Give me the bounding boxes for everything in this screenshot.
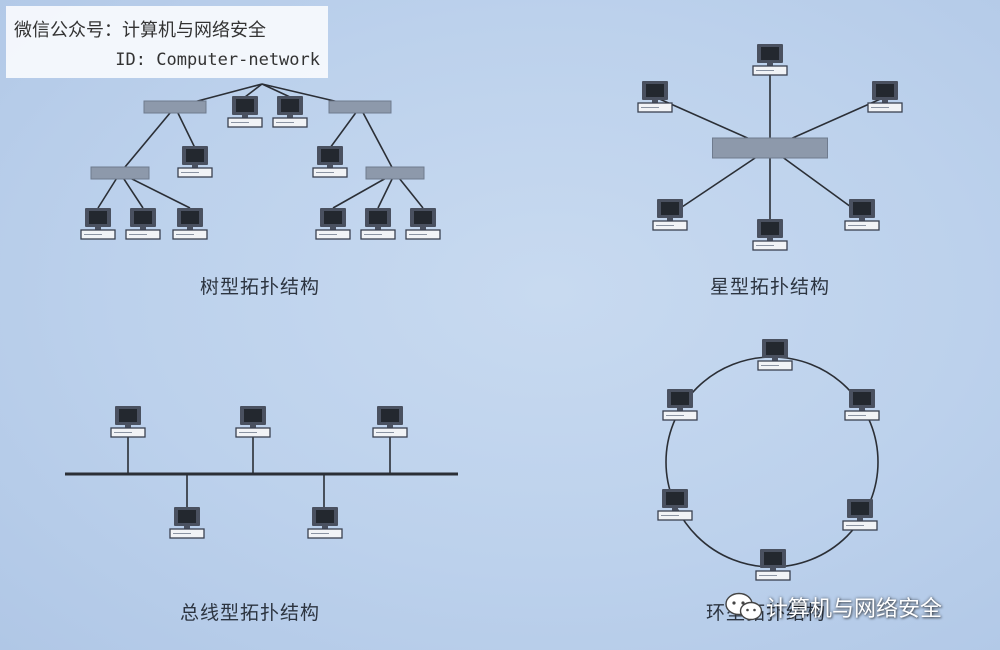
bus-computer — [169, 506, 205, 539]
ring-computer — [657, 488, 693, 521]
tree-hub — [90, 166, 150, 180]
tree-hub — [328, 100, 392, 114]
star-computer — [637, 80, 673, 113]
tree-computer — [315, 207, 351, 240]
ring-computer — [662, 388, 698, 421]
tree-link — [261, 83, 291, 98]
ring-computer — [842, 498, 878, 531]
footer-watermark-text: 计算机与网络安全 — [766, 597, 943, 622]
tree-computer — [272, 95, 308, 128]
tree-topology-caption: 树型拓扑结构 — [200, 276, 321, 298]
ring-computer — [757, 338, 793, 371]
star-topology-caption: 星型拓扑结构 — [710, 276, 831, 298]
bus-topology-caption: 总线型拓扑结构 — [180, 602, 321, 624]
tree-computer — [125, 207, 161, 240]
tree-link — [119, 106, 176, 174]
bus-computer — [110, 405, 146, 438]
tree-computer — [227, 95, 263, 128]
star-computer — [844, 198, 880, 231]
tree-computer — [360, 207, 396, 240]
ring-link — [665, 356, 879, 568]
star-computer — [752, 43, 788, 76]
star-computer — [867, 80, 903, 113]
tree-link — [174, 106, 196, 149]
star-link — [669, 147, 771, 216]
watermark-title: 微信公众号：计算机与网络安全 — [14, 20, 266, 41]
tree-hub — [143, 100, 207, 114]
star-hub — [712, 137, 828, 159]
tree-link — [329, 106, 361, 149]
star-computer — [652, 198, 688, 231]
wechat-icon — [725, 592, 763, 621]
watermark-box: 微信公众号：计算机与网络安全 ID: Computer-network — [6, 6, 328, 78]
tree-hub — [365, 166, 425, 180]
ring-computer — [844, 388, 880, 421]
tree-computer — [80, 207, 116, 240]
tree-computer — [312, 145, 348, 178]
star-link — [769, 147, 863, 216]
tree-computer — [177, 145, 213, 178]
star-computer — [752, 218, 788, 251]
bus-computer — [235, 405, 271, 438]
bus-computer — [307, 506, 343, 539]
tree-computer — [172, 207, 208, 240]
tree-link — [359, 106, 396, 174]
bus-computer — [372, 405, 408, 438]
footer-watermark: 计算机与网络安全 — [724, 590, 942, 624]
watermark-id: ID: Computer-network — [115, 50, 320, 70]
tree-link — [244, 83, 263, 98]
tree-computer — [405, 207, 441, 240]
ring-computer — [755, 548, 791, 581]
